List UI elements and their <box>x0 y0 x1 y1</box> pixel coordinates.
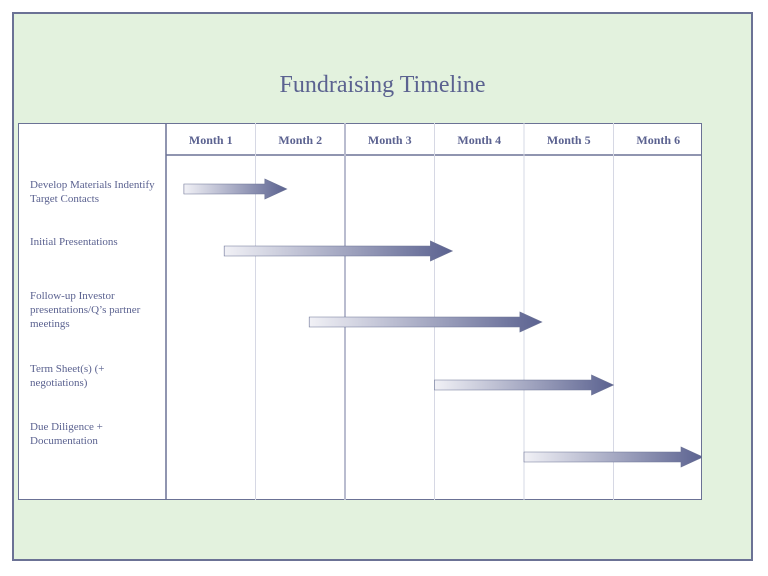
month-header: Month 4 <box>457 133 501 147</box>
task-label: Follow-up Investor presentations/Q’s par… <box>30 290 141 330</box>
task-arrows <box>183 178 702 468</box>
month-header: Month 2 <box>278 133 322 147</box>
month-header: Month 3 <box>368 133 412 147</box>
month-header: Month 5 <box>547 133 591 147</box>
task-label: Term Sheet(s) (+ negotiations) <box>30 363 105 389</box>
task-arrow <box>308 311 543 333</box>
timeline-diagram: Month 1 Month 2 Month 3 Month 4 Month 5 Month… <box>165 123 702 500</box>
task-arrow <box>523 446 702 468</box>
task-label: Develop Materials Indentify Target Conta… <box>30 179 155 205</box>
task-arrow <box>183 178 288 200</box>
month-header: Month 1 <box>189 133 233 147</box>
page-title: Fundraising Timeline <box>279 72 486 98</box>
month-header: Month 6 <box>636 133 680 147</box>
task-label: Due Diligence + Documentation <box>30 421 103 447</box>
month-headers: Month 1 Month 2 Month 3 Month 4 Month 5 Month… <box>189 133 680 147</box>
task-arrow <box>223 240 454 262</box>
task-arrow <box>434 374 615 396</box>
task-label: Initial Presentations <box>30 236 118 248</box>
timeline-panel <box>18 123 702 500</box>
grid-lines <box>165 123 702 500</box>
